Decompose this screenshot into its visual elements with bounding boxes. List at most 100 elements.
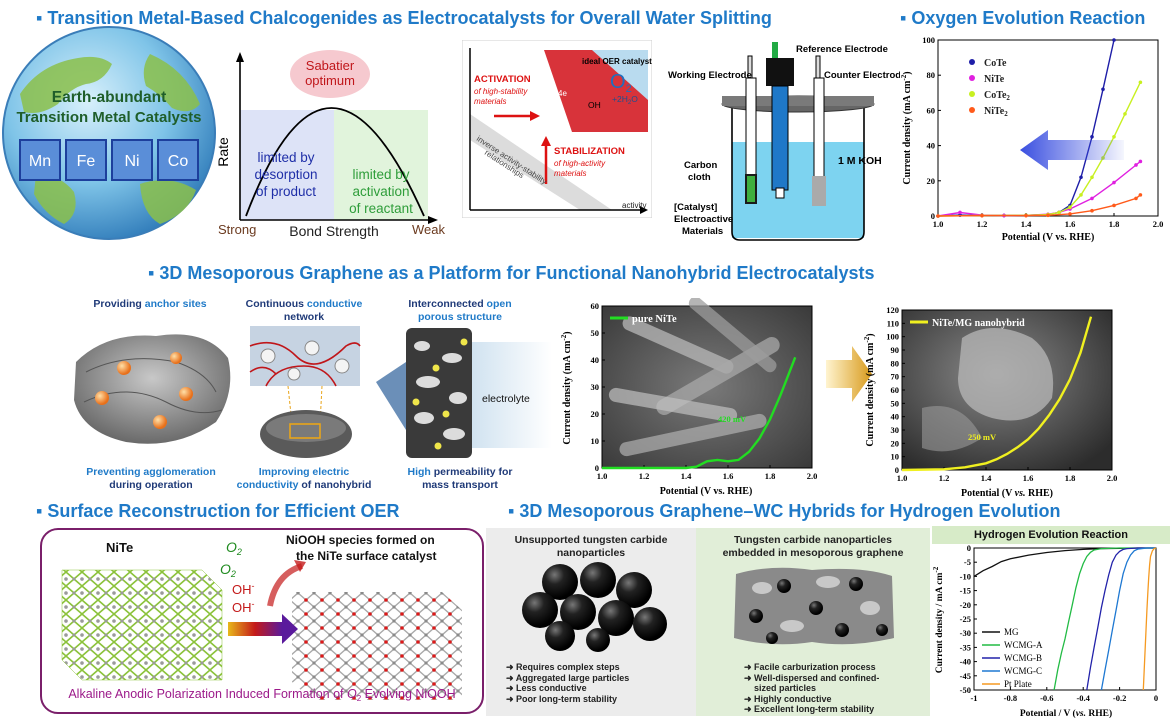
nanoparticle [412, 398, 420, 406]
caption-text: of nanohybrid [298, 479, 372, 491]
nanoparticle [304, 340, 320, 356]
embedded-wc-bullets: ➜ Facile carburization process ➜ Well-di… [744, 662, 879, 715]
nanorod [608, 387, 738, 423]
x-tick-label: 1.6 [1065, 219, 1076, 229]
series-line-pure-nite [602, 356, 797, 470]
hydroxide-label: OH [588, 100, 601, 110]
title-text: Continuous [245, 298, 307, 310]
x-tick-label: -0.6 [1040, 693, 1053, 703]
y-tick-label: 20 [891, 438, 900, 448]
bullet-item: ➜ Less conductive [506, 683, 587, 693]
wc-nanoparticle [749, 609, 763, 623]
data-point [1138, 193, 1143, 197]
globe-label-line2: Transition Metal Catalysts [16, 109, 201, 126]
y-tick-label: 120 [886, 305, 899, 315]
title-text: network [283, 311, 325, 323]
stabilization-title: STABILIZATION [554, 146, 625, 157]
nanorod [619, 413, 767, 457]
wc-particle [616, 572, 652, 608]
data-point [1138, 80, 1143, 85]
y-tick-label: 30 [591, 382, 600, 392]
unsupported-wc-particles [522, 562, 667, 652]
x-axis-label: Potential / V (vs. RHE) [1020, 708, 1112, 719]
legend: CoTe NiTe CoTe2 NiTe2 [969, 58, 1010, 118]
series-line-wcmg-c [1100, 547, 1156, 691]
data-point [1090, 135, 1094, 139]
nanoparticle [432, 364, 440, 372]
niooh-crystal-structure [292, 592, 462, 700]
legend: MG WCMG-A WCMG-B WCMG-C Pt Plate [982, 627, 1043, 689]
data-point [1101, 87, 1105, 92]
legend-marker-cote2 [969, 91, 975, 97]
stabilization-arrow-head [541, 136, 551, 146]
data-point [980, 213, 984, 218]
bullet-text: Excellent long-term stability [754, 704, 875, 714]
globe-label-line1: Earth-abundant [52, 89, 167, 106]
y-tick-label: 10 [591, 436, 600, 446]
legend-label: MG [1004, 627, 1019, 637]
stabilization-subtitle: materials [554, 169, 586, 178]
water-label: +2H2O [612, 94, 638, 106]
bullet-text: Facile carburization process [754, 662, 876, 672]
caption-text: mass transport [422, 479, 498, 491]
nanoparticle [434, 442, 442, 450]
ideal-catalyst-highlight [592, 50, 648, 100]
o2-label: O2 [226, 539, 242, 557]
carbon-cloth-label: cloth [688, 172, 711, 183]
arrow-shape [826, 346, 872, 402]
pore [416, 376, 440, 388]
hydroxide-label: OH- [232, 581, 255, 597]
activation-limited-region [334, 110, 428, 220]
plot-frame [937, 39, 1159, 217]
section-title-surface-reconstruction: ▪ Surface Reconstruction for Efficient O… [36, 501, 400, 521]
data-point [1090, 208, 1094, 213]
transformation-arrow-head [282, 614, 298, 644]
series-group [901, 316, 1093, 472]
graphene-aggregate-top [266, 414, 346, 442]
wc-nanoparticle [809, 601, 823, 615]
electrolyte-label: electrolyte [482, 393, 530, 405]
data-point [1057, 210, 1061, 215]
activation-label: activation [352, 184, 409, 199]
title-text: Tungsten carbide nanoparticles [734, 534, 892, 546]
continent-shape [140, 180, 196, 224]
transformation-arrow [228, 622, 282, 636]
data-point [1068, 205, 1072, 209]
x-axis-label: activity [622, 201, 646, 210]
x-axis-label: Potential (V vs. RHE) [961, 488, 1053, 499]
y-tick-label: 0 [931, 211, 935, 221]
data-point [1090, 196, 1094, 201]
caption-text: permeability for [430, 466, 513, 478]
section-title-text: Transition Metal-Based Chalcogenides as … [47, 8, 772, 28]
y-axis-label: Rate [218, 137, 231, 167]
catalyst-label: Materials [682, 226, 723, 237]
nanoparticle [334, 358, 350, 374]
electrode-connector [747, 55, 753, 79]
bullet-text: Well-dispersed and confined- [754, 672, 880, 683]
sabatier-optimum-label: optimum [305, 73, 355, 88]
bullet-item: ➜ Highly conductive [744, 693, 832, 704]
legend-label: pure NiTe [632, 314, 677, 325]
activation-label: limited by [352, 167, 409, 182]
y-tick-label: 40 [891, 412, 900, 422]
x-tick-label: 1.2 [639, 471, 650, 481]
sabatier-volcano-plot: Sabatier optimum Rate limited by desorpt… [218, 50, 445, 239]
activity-stability-diagram: ideal OER catalyst O2 +2H2O 4e OH ACTIVA… [462, 40, 652, 218]
pore [860, 601, 880, 615]
data-point [1123, 112, 1127, 116]
wc-nanoparticle [766, 632, 778, 644]
element-tile-co [157, 139, 199, 181]
cell-lid-body [722, 96, 874, 106]
legend-label: WCMG-B [1004, 653, 1042, 663]
y-tick-label: 20 [591, 409, 600, 419]
electron-label: 4e [558, 89, 567, 98]
y-tick-label: 10 [891, 452, 900, 462]
pore [816, 576, 840, 588]
wc-particle [522, 592, 558, 628]
data-point [1112, 203, 1116, 208]
y-tick-label: 70 [891, 372, 900, 382]
title-text: Unsupported tungsten carbide [514, 534, 668, 546]
